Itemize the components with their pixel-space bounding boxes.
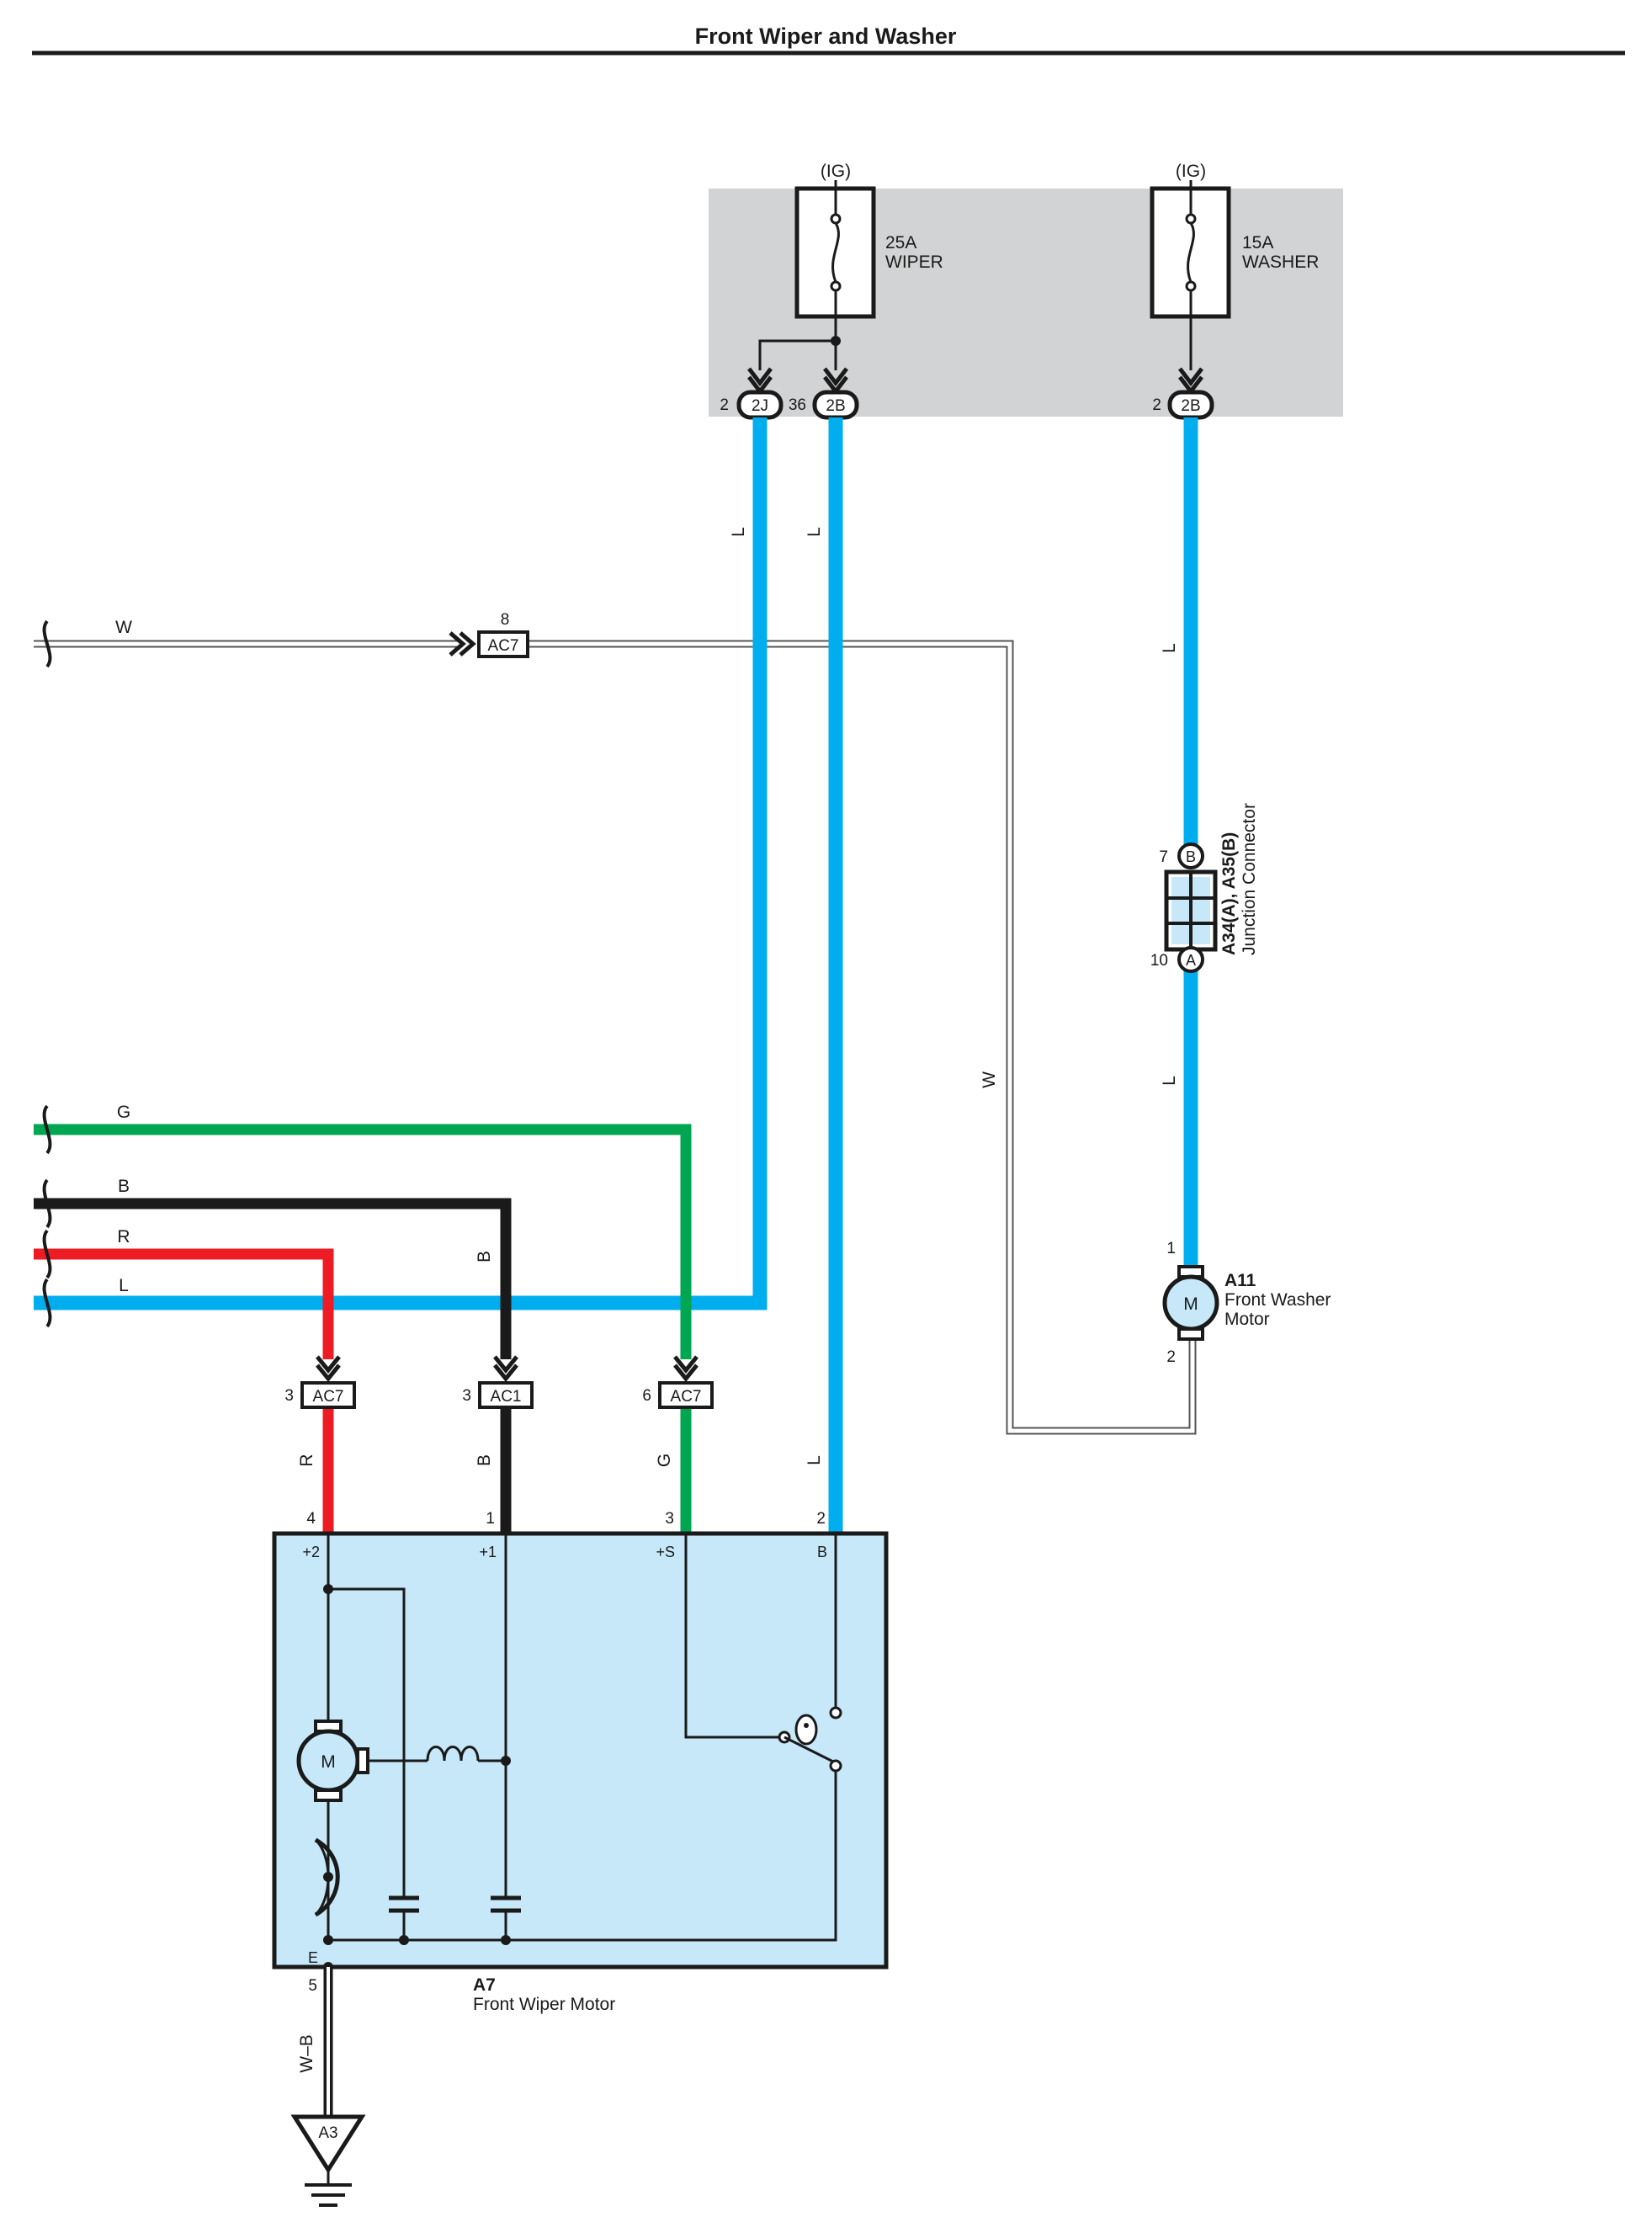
block-connector-2j: 2 2J bbox=[720, 367, 784, 420]
svg-text:5: 5 bbox=[308, 1977, 317, 1995]
junction-connector-code: A34(A), A35(B) bbox=[1219, 832, 1239, 955]
svg-text:2: 2 bbox=[720, 396, 729, 414]
fuse-washer-supply: (IG) bbox=[1176, 162, 1206, 181]
svg-text:M: M bbox=[321, 1752, 336, 1772]
svg-text:2: 2 bbox=[1152, 396, 1161, 414]
wire-label-wb: W–B bbox=[297, 2034, 316, 2073]
junction-connector-name: Junction Connector bbox=[1240, 803, 1259, 955]
wire-label-b-lower: B bbox=[475, 1454, 494, 1466]
wiper-motor-code: A7 bbox=[473, 1975, 496, 1995]
wire-l-2j bbox=[34, 417, 768, 1310]
svg-text:3: 3 bbox=[462, 1387, 471, 1405]
svg-text:E: E bbox=[308, 1949, 318, 1966]
svg-text:B: B bbox=[1186, 848, 1196, 865]
motor-icon: M bbox=[1162, 1274, 1219, 1332]
fuse-washer-rating: 15A bbox=[1242, 233, 1273, 252]
svg-text:3: 3 bbox=[284, 1387, 294, 1405]
fuse-wiper: (IG) 25A WIPER bbox=[794, 162, 943, 319]
fuse-wiper-rating: 25A bbox=[885, 233, 916, 252]
connector-ac7-pin8: 8 AC7 bbox=[449, 611, 529, 658]
fuse-icon bbox=[830, 189, 842, 316]
connector-arrow-icon bbox=[673, 1355, 699, 1382]
svg-text:2B: 2B bbox=[826, 397, 845, 415]
wire-label-l-washer: L bbox=[1160, 643, 1179, 653]
wire-w bbox=[34, 619, 1197, 1435]
inductor-icon bbox=[426, 1746, 480, 1762]
wire-b bbox=[34, 1198, 512, 1359]
svg-text:4: 4 bbox=[306, 1510, 316, 1528]
svg-text:1: 1 bbox=[1166, 1240, 1176, 1257]
svg-text:1: 1 bbox=[486, 1510, 495, 1528]
wire-label-l-2j: L bbox=[729, 527, 748, 537]
wire-g bbox=[34, 1124, 692, 1359]
svg-text:2: 2 bbox=[1166, 1348, 1176, 1366]
svg-text:AC7: AC7 bbox=[671, 1388, 702, 1406]
fuse-washer: (IG) 15A WASHER bbox=[1150, 162, 1319, 319]
svg-text:8: 8 bbox=[501, 611, 510, 629]
svg-text:+1: +1 bbox=[479, 1544, 497, 1560]
washer-motor-code: A11 bbox=[1224, 1271, 1256, 1290]
svg-text:10: 10 bbox=[1150, 952, 1168, 970]
svg-text:2: 2 bbox=[816, 1510, 826, 1528]
wire-r bbox=[34, 1248, 334, 1359]
fuse-washer-name: WASHER bbox=[1242, 252, 1319, 272]
connector-ac1-pin3: 3 AC1 bbox=[462, 1355, 534, 1409]
wiper-motor-name: Front Wiper Motor bbox=[473, 1995, 615, 2014]
junction-connector: 7 B A 10 A34(A), A35(B) Junction Connect… bbox=[1150, 803, 1259, 973]
wire-label-w-vertical: W bbox=[980, 1071, 999, 1088]
svg-text:3: 3 bbox=[665, 1510, 674, 1528]
wire-label-b: B bbox=[118, 1177, 130, 1196]
wire-label-b-vertical: B bbox=[475, 1251, 494, 1262]
wire-label-l-lower: L bbox=[805, 1455, 824, 1465]
connector-arrow-icon bbox=[449, 631, 476, 656]
wire-label-l-washer-lower: L bbox=[1160, 1076, 1179, 1086]
harness-breaks bbox=[42, 1104, 52, 1328]
fuse-wiper-supply: (IG) bbox=[821, 162, 851, 181]
svg-text:AC7: AC7 bbox=[488, 637, 519, 655]
page-title: Front Wiper and Washer bbox=[695, 24, 957, 49]
fuse-wiper-name: WIPER bbox=[885, 252, 943, 272]
svg-text:+S: +S bbox=[656, 1544, 675, 1560]
connector-ac7-pin6: 6 AC7 bbox=[642, 1355, 714, 1409]
washer-motor-name-2: Motor bbox=[1224, 1310, 1270, 1329]
wire-label-g-lower: G bbox=[655, 1454, 674, 1467]
wire-wb: 5 W–B bbox=[297, 1967, 333, 2117]
svg-text:M: M bbox=[1183, 1294, 1198, 1314]
ground-icon: A3 bbox=[290, 2114, 366, 2207]
wiper-motor: 4 1 3 2 +2 +1 +S B M bbox=[272, 1510, 889, 2014]
wire-label-r: R bbox=[117, 1227, 130, 1247]
connector-arrow-icon bbox=[316, 1355, 341, 1382]
wire-label-l: L bbox=[119, 1276, 129, 1295]
svg-text:B: B bbox=[817, 1544, 827, 1560]
svg-text:AC7: AC7 bbox=[313, 1388, 344, 1406]
wire-label-g: G bbox=[117, 1103, 130, 1122]
svg-text:36: 36 bbox=[789, 396, 806, 414]
svg-text:+2: +2 bbox=[302, 1544, 320, 1560]
wire-label-l-2b: L bbox=[805, 527, 824, 537]
svg-text:AC1: AC1 bbox=[491, 1388, 522, 1406]
svg-text:2B: 2B bbox=[1181, 397, 1200, 415]
wire-label-r-lower: R bbox=[297, 1454, 316, 1466]
washer-motor: 1 M 2 A11 Front Washer Motor bbox=[1162, 1240, 1331, 1366]
svg-text:7: 7 bbox=[1159, 848, 1168, 866]
connector-arrow-icon bbox=[493, 1355, 518, 1382]
cam-switch-icon bbox=[778, 1714, 842, 1773]
washer-motor-name-1: Front Washer bbox=[1224, 1290, 1331, 1310]
svg-text:6: 6 bbox=[642, 1387, 651, 1405]
wire-label-w: W bbox=[115, 618, 132, 637]
svg-text:2J: 2J bbox=[752, 397, 768, 415]
svg-text:A3: A3 bbox=[318, 2124, 337, 2142]
svg-text:A: A bbox=[1186, 952, 1196, 969]
connector-ac7-pin3: 3 AC7 bbox=[284, 1355, 356, 1409]
fuse-icon bbox=[1185, 189, 1197, 316]
block-connector-2b-washer: 2 2B bbox=[1152, 367, 1214, 420]
